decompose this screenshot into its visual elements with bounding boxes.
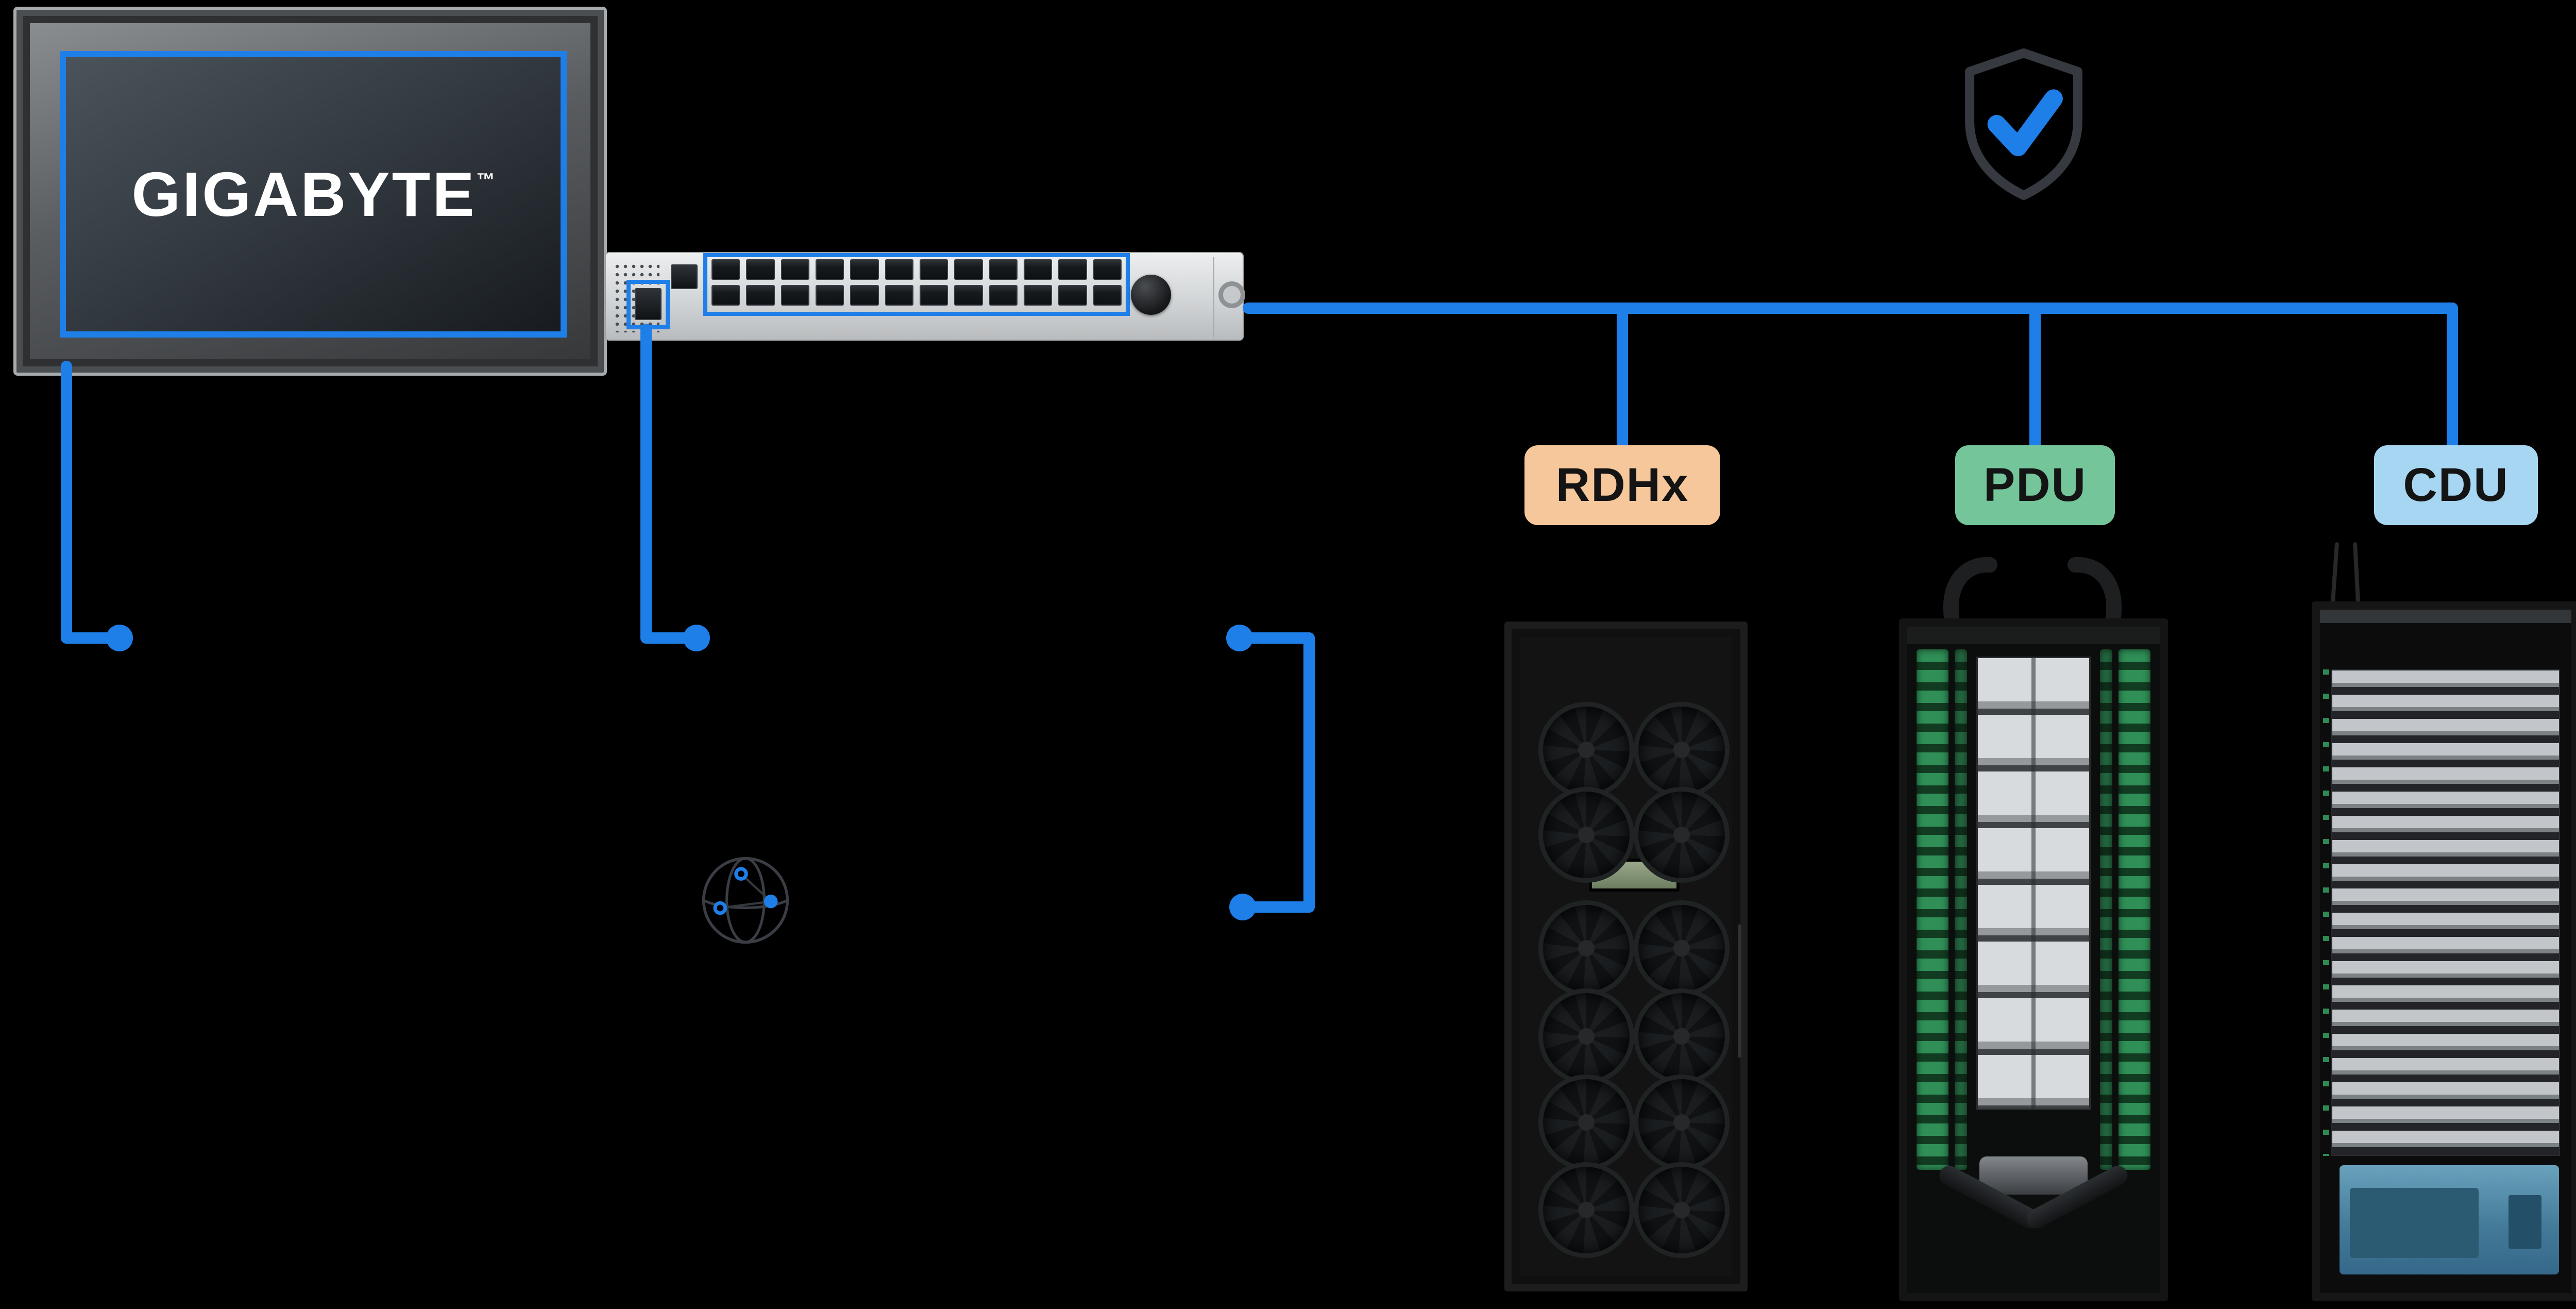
ethernet-port [919,285,948,306]
cdu-top-bar [2320,610,2571,623]
rdhx-fan [1543,993,1630,1080]
node-dot-switch [683,625,710,651]
ethernet-port [746,285,775,306]
uplink-port [671,264,698,289]
ethernet-port [885,285,913,306]
rdhx-cabinet [1504,622,1748,1291]
wire-monitor-vertical [61,361,72,644]
power-cable [2067,557,2122,624]
pdu-rail-left [1917,649,1948,1170]
ethernet-port [1058,285,1087,306]
network-switch [605,252,1245,341]
network-globe-icon [702,857,789,944]
rdhx-fan [1638,792,1725,878]
ethernet-port [954,285,983,306]
ethernet-port [711,259,740,280]
cdu-antenna [2352,542,2361,603]
pdu-top-bar [1907,627,2160,644]
trademark-symbol: ™ [476,169,495,190]
ethernet-port [919,259,948,280]
rdhx-fan [1638,707,1725,793]
rack-ear-divider [1213,257,1214,338]
switch-knob [1131,275,1171,315]
cdu-server-rack [2312,601,2576,1301]
rdhx-fan [1543,1079,1630,1166]
ethernet-port [781,259,809,280]
ethernet-port [711,285,740,306]
pdu-rack [1899,618,2168,1301]
pdu-rail-right-inner [2100,649,2112,1170]
ethernet-port [989,259,1018,280]
ethernet-port [1093,259,1122,280]
ethernet-port [1023,285,1053,306]
brand-text: GIGABYTE [131,159,477,229]
ethernet-port [781,285,809,306]
rdhx-fan [1638,1167,1725,1253]
cdu-server-trays [2331,669,2560,1156]
network-node-icon [764,894,778,909]
cdu-status-leds [2323,669,2329,1156]
badge-cdu: CDU [2374,445,2538,525]
ethernet-port [815,285,844,306]
screen-highlight-box [60,51,567,338]
wire-drop-rdhx [1617,303,1628,450]
badge-rdhx: RDHx [1524,445,1720,525]
node-dot-bracket-bottom [1229,894,1256,920]
cdu-cooling-unit [2340,1165,2559,1274]
pdu-rail-left-inner [1955,649,1967,1170]
network-node-icon [713,901,727,915]
wire-bracket-bottom [1242,901,1315,913]
wire-bracket-vertical [1303,632,1315,913]
ethernet-port [1023,259,1053,280]
check-icon [1987,89,2063,157]
ethernet-port [850,285,879,306]
ethernet-port [989,285,1018,306]
ethernet-port [885,259,913,280]
port-group-highlight-box [703,253,1130,316]
globe-equator [703,899,788,910]
pdu-manifold [1979,1156,2088,1195]
rdhx-fan [1638,905,1725,992]
wire-switch-vertical [640,324,652,644]
rack-mount-screw [1218,281,1245,308]
gigabyte-wordmark: GIGABYTE™ [131,158,495,230]
rdhx-door-handle [1738,925,1741,1058]
rdhx-fan [1543,792,1630,878]
wire-drop-cdu [2447,303,2458,450]
ethernet-port [1058,259,1087,280]
shield-check-icon [1965,48,2082,200]
wire-drop-pdu [2029,303,2041,450]
cdu-unit-panel [2350,1188,2479,1258]
ethernet-port [746,259,775,280]
cdu-antenna [2330,542,2340,603]
rdhx-fan [1543,707,1630,793]
network-node-icon [734,867,748,881]
wire-main-horizontal [1243,303,2458,314]
pdu-busbar-modules [1976,657,2091,1110]
monitor-screen: GIGABYTE™ [64,55,563,333]
ethernet-port [850,259,879,280]
node-dot-monitor [106,625,133,651]
badge-pdu: PDU [1955,445,2115,525]
management-monitor: GIGABYTE™ [13,7,607,376]
power-cable [1943,557,1997,624]
ethernet-port [815,259,844,280]
rdhx-fan [1543,1167,1630,1253]
ethernet-port [1093,285,1122,306]
wire-bracket-top [1240,632,1315,644]
rdhx-fan [1638,993,1725,1080]
ethernet-port [954,259,983,280]
shield-outline [1965,48,2082,200]
rdhx-fan [1638,1079,1725,1166]
rdhx-fan [1543,905,1630,992]
uplink-port [635,288,662,320]
cdu-unit-box [2509,1195,2541,1249]
uplink-port-highlight-box [626,280,670,329]
switch-port-grid [711,259,1122,310]
pdu-rail-right [2119,649,2150,1170]
pdu-power-cables [1943,557,2122,624]
